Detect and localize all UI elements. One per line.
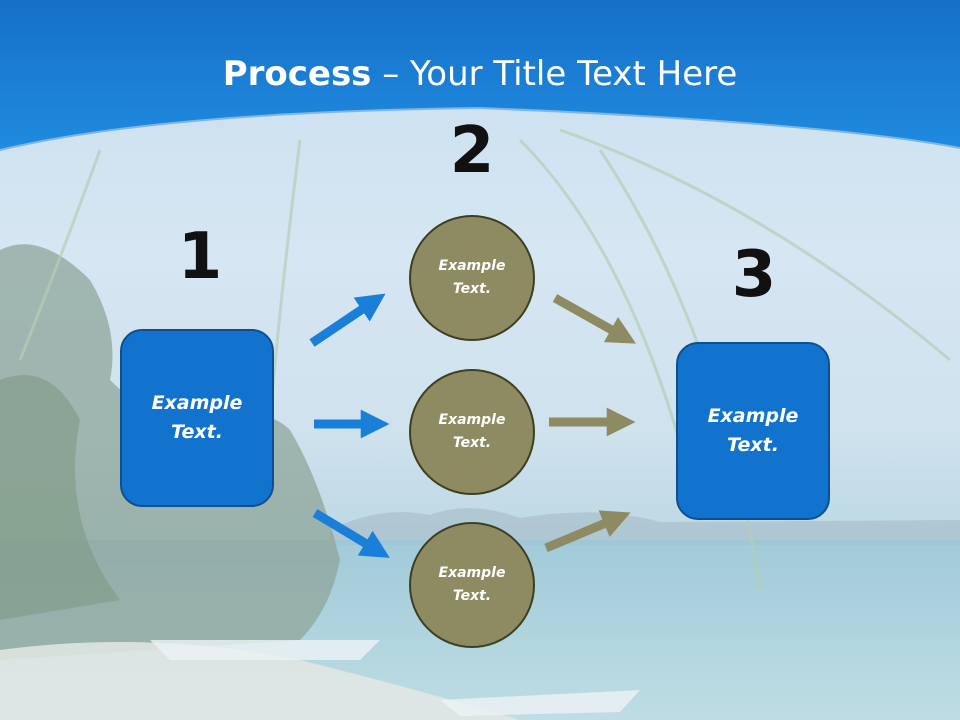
slide-title: Process – Your Title Text Here <box>0 52 960 96</box>
title-bold: Process <box>222 54 372 94</box>
step-number-1: 1 <box>177 220 223 294</box>
circle-top-text: Example Text. <box>438 258 506 297</box>
circle-middle: Example Text. <box>409 369 535 495</box>
right-box-text: Example Text. <box>707 405 799 456</box>
left-box: Example Text. <box>120 329 274 507</box>
left-box-text: Example Text. <box>151 392 243 443</box>
circle-bottom-text: Example Text. <box>438 565 506 604</box>
arrow-from-top-circle <box>552 294 637 344</box>
title-rest: – Your Title Text Here <box>371 54 738 94</box>
arrow-to-bottom-circle <box>312 509 390 558</box>
arrow-from-bottom-circle <box>544 510 631 553</box>
step-number-2: 2 <box>449 114 495 188</box>
circle-top: Example Text. <box>409 215 535 341</box>
step-number-3: 3 <box>731 238 777 312</box>
circle-middle-text: Example Text. <box>438 412 506 451</box>
right-box: Example Text. <box>676 342 830 520</box>
circle-bottom: Example Text. <box>409 522 535 648</box>
arrow-to-top-circle <box>309 293 386 347</box>
